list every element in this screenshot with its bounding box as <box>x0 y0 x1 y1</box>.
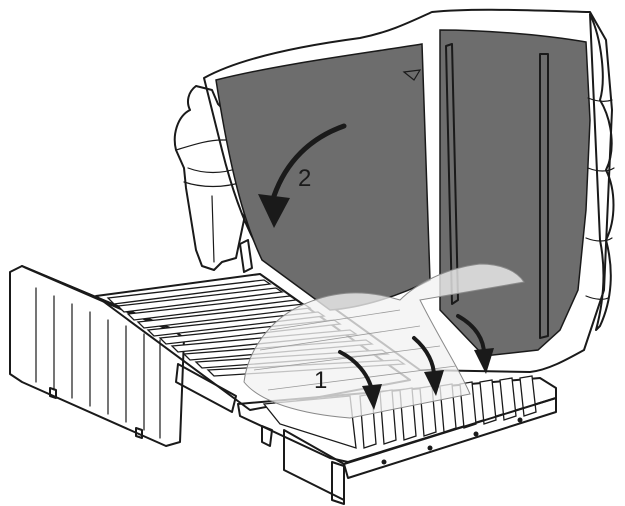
mattress-side-panel <box>440 30 590 356</box>
step-2-label: 2 <box>298 165 311 192</box>
step-1-label: 1 <box>314 367 327 394</box>
